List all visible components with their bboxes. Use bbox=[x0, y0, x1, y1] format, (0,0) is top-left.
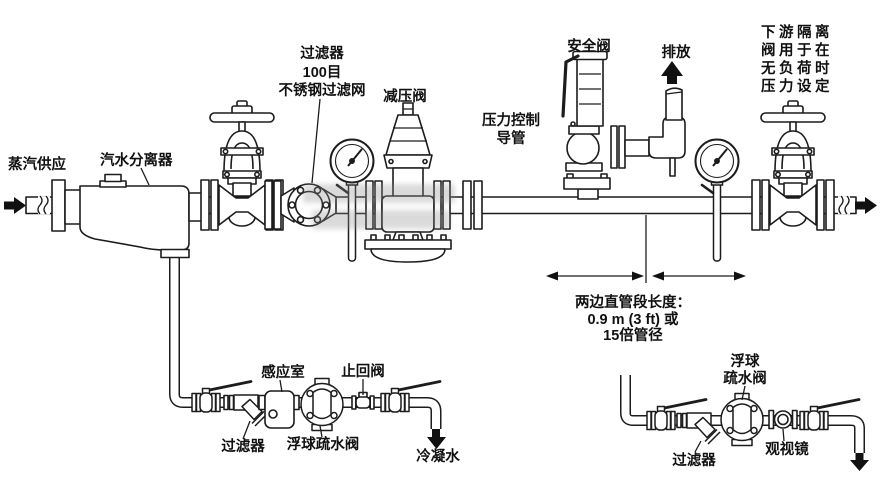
label-condensate: 冷凝水 bbox=[416, 447, 460, 465]
right-drain-union bbox=[676, 412, 688, 429]
label-separator: 汽水分离器 bbox=[100, 151, 173, 169]
label-control-pipe-2: 导管 bbox=[497, 129, 526, 147]
label-straight-len-2: 0.9 m (3 ft) 或 bbox=[587, 310, 679, 328]
label-downstream-4: 压力设定 bbox=[761, 77, 833, 95]
outlet-flow-arrow bbox=[855, 197, 877, 214]
label-control-pipe-1: 压力控制 bbox=[482, 111, 540, 129]
leader-lines bbox=[140, 98, 785, 453]
watermark bbox=[303, 184, 455, 229]
pipe-break-left bbox=[37, 195, 50, 215]
label-float-trap-right-1: 浮球 bbox=[731, 352, 760, 370]
label-float-trap-right-2: 疏水阀 bbox=[723, 369, 767, 387]
label-downstream-3: 无负荷时 bbox=[761, 59, 833, 77]
label-float-trap-left: 浮球疏水阀 bbox=[287, 435, 360, 453]
label-prv: 减压阀 bbox=[383, 87, 427, 105]
label-strainer-top-2: 100目 bbox=[303, 64, 342, 81]
sensing-chamber-body bbox=[258, 390, 300, 429]
label-steam-supply: 蒸汽供应 bbox=[8, 155, 66, 173]
label-straight-len-1: 两边直管段长度： bbox=[575, 293, 691, 311]
inlet-flow-arrow bbox=[4, 197, 26, 214]
sight-glass-body bbox=[768, 409, 798, 430]
discharge-arrow bbox=[661, 61, 683, 84]
safety-valve-lever bbox=[561, 54, 580, 118]
safety-valve bbox=[561, 50, 686, 200]
right-float-trap bbox=[720, 392, 764, 447]
downstream-isolation-globe-valve bbox=[751, 100, 835, 231]
label-sight-glass: 观视镜 bbox=[765, 440, 809, 458]
pipe-break-right bbox=[838, 195, 850, 215]
label-strainer-top-1: 过滤器 bbox=[300, 44, 344, 62]
label-downstream-1: 下游隔离 bbox=[761, 23, 833, 41]
right-drain-arrow bbox=[850, 453, 869, 471]
discharge-pipe bbox=[665, 87, 683, 121]
label-discharge: 排放 bbox=[662, 43, 691, 61]
label-sensing-chamber: 感应室 bbox=[261, 363, 305, 381]
dimension-lines bbox=[546, 215, 746, 283]
label-safety-valve: 安全阀 bbox=[567, 37, 611, 55]
label-strainer-left: 过滤器 bbox=[221, 437, 265, 455]
left-drain-union bbox=[223, 394, 235, 411]
label-strainer-right: 过滤器 bbox=[672, 451, 716, 469]
label-check-valve: 止回阀 bbox=[341, 362, 385, 380]
pressure-reducing-valve bbox=[364, 102, 483, 263]
left-float-trap bbox=[300, 377, 344, 432]
label-strainer-top-3: 不锈钢过滤网 bbox=[279, 81, 366, 99]
separator-drain-flange bbox=[160, 248, 190, 259]
label-downstream-2: 阀用于在 bbox=[761, 41, 833, 59]
condensate-arrow bbox=[427, 429, 446, 449]
steam-separator bbox=[51, 173, 204, 259]
label-straight-len-3: 15倍管径 bbox=[603, 326, 663, 344]
